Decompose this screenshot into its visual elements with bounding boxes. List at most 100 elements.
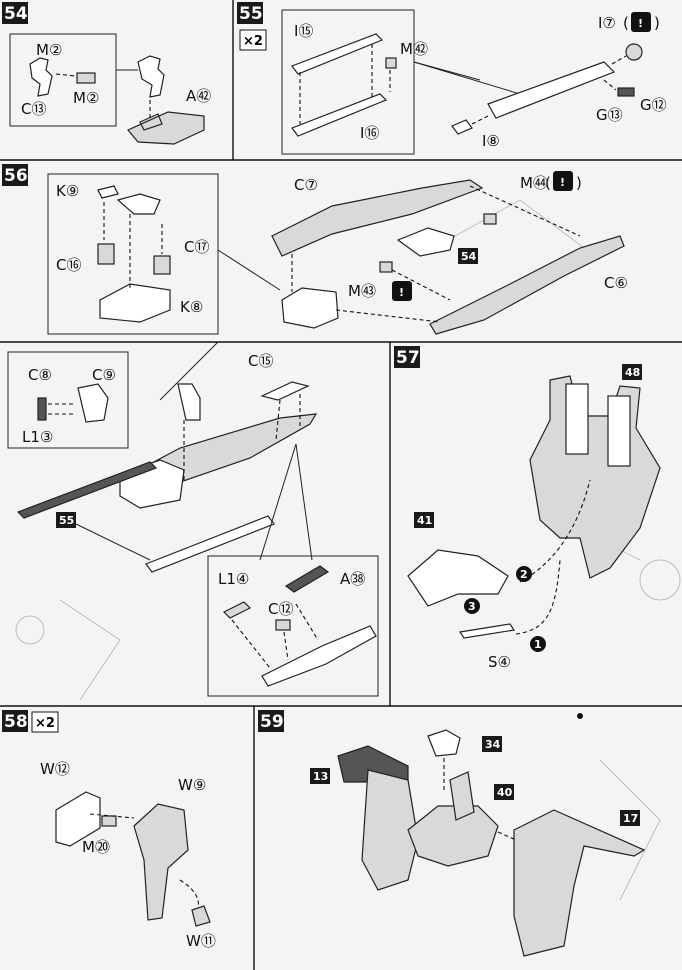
barrel-55 xyxy=(145,515,275,573)
part-k9 xyxy=(97,185,119,199)
step-reference-badge: 48 xyxy=(622,364,642,380)
step-reference-badge: 41 xyxy=(414,512,434,528)
part-label-c12: C⑫ xyxy=(268,600,293,618)
bracket-part-54 xyxy=(396,227,455,257)
part-c17 xyxy=(153,255,171,275)
background-ghost-lines xyxy=(15,199,681,901)
order-number: 2 xyxy=(520,568,528,581)
reference-number: 34 xyxy=(485,738,501,751)
leg-assembly-17 xyxy=(513,809,646,957)
hinge-part xyxy=(29,57,53,97)
part-w11 xyxy=(191,905,211,927)
thruster-left xyxy=(565,383,589,455)
step-57: 57 48 41 S④ 1 2 3 xyxy=(394,346,661,671)
part-label-l1-4: L1④ xyxy=(218,570,249,588)
part-label-l1-3: L1③ xyxy=(22,428,53,446)
paren: ( xyxy=(623,14,629,32)
detail-box xyxy=(207,555,379,697)
joint-part xyxy=(76,72,96,84)
detail-box xyxy=(9,33,117,127)
cap-part-i7 xyxy=(625,43,643,61)
caution-icon: ! xyxy=(631,12,651,32)
paren: ) xyxy=(576,174,582,192)
part-m44 xyxy=(483,213,497,225)
part-label-a42: A㊷ xyxy=(186,87,211,105)
step-badge: 54 xyxy=(2,2,28,24)
part-label-w9: W⑨ xyxy=(178,776,206,794)
part-c12 xyxy=(275,619,291,631)
part-l1-4 xyxy=(222,601,252,619)
part-label-c6: C⑥ xyxy=(604,274,628,292)
part-label-m2: M② xyxy=(73,89,99,107)
part-m20 xyxy=(101,815,117,827)
part-k8-body xyxy=(99,283,171,323)
part-c15 xyxy=(260,381,310,401)
detail-box xyxy=(7,351,129,449)
paren: ( xyxy=(545,174,551,192)
hinge-part-assembled xyxy=(137,55,165,98)
step-reference-badge: 40 xyxy=(494,784,514,800)
part-c9 xyxy=(77,383,109,423)
order-number: 3 xyxy=(468,600,476,613)
multiplier-label: ×2 xyxy=(35,716,55,731)
step-badge: 56 xyxy=(2,164,28,186)
bracket-part xyxy=(116,193,161,215)
reference-number: 13 xyxy=(313,770,328,783)
step-56: 56 K⑨ C⑯ C⑰ K⑧ C⑦ M㊹ ( ! ) 54 M㊸ xyxy=(2,164,628,697)
part-label-m42: M㊷ xyxy=(400,40,428,58)
step-reference-badge: 34 xyxy=(482,736,502,752)
part-label-c15: C⑮ xyxy=(248,352,273,370)
part-label-i7: I⑦ xyxy=(598,14,616,32)
thruster-right xyxy=(607,395,631,467)
step-badge: 59 xyxy=(258,710,284,732)
part-label-c13: C⑬ xyxy=(21,100,46,118)
part-label-g12: G⑫ xyxy=(640,96,667,114)
order-marker-1: 1 xyxy=(530,636,546,652)
step-number: 54 xyxy=(4,4,28,24)
part-label-a38: A㊳ xyxy=(340,570,365,588)
muzzle-part-i8 xyxy=(451,119,473,135)
chassis-part-c6 xyxy=(429,235,625,335)
part-label-k8: K⑧ xyxy=(180,298,203,316)
part-label-c8: C⑧ xyxy=(28,366,52,384)
multiplier-badge: ×2 xyxy=(31,711,59,733)
part-label-c9: C⑨ xyxy=(92,366,116,384)
part-c9-small xyxy=(177,383,201,421)
barrel-half-i16 xyxy=(291,93,388,137)
order-marker-3: 3 xyxy=(464,598,480,614)
step-reference-badge: 17 xyxy=(620,810,640,826)
part-label-m20: M⑳ xyxy=(82,838,110,856)
detail-box xyxy=(281,9,415,155)
part-label-w11: W⑪ xyxy=(186,932,216,950)
part-g13 xyxy=(617,87,635,97)
blade-assembly xyxy=(261,625,377,687)
chassis-part-c7 xyxy=(271,179,484,257)
step-58: 58 ×2 W⑫ W⑨ M⑳ W⑪ xyxy=(2,710,216,950)
step-54: 54 M② C⑬ M② A㊷ xyxy=(2,2,211,145)
barrel-half-i15 xyxy=(291,33,384,75)
barrel-assembled xyxy=(487,61,616,119)
part-label-w12: W⑫ xyxy=(40,760,70,778)
joint-part-m42 xyxy=(385,57,397,69)
reference-number: 55 xyxy=(59,514,74,527)
long-barrel xyxy=(16,461,158,519)
backpack-assembly xyxy=(529,375,661,579)
part-c16 xyxy=(97,243,115,265)
part-w12 xyxy=(55,791,101,847)
reference-number: 17 xyxy=(623,812,638,825)
part-label-k9: K⑨ xyxy=(56,182,79,200)
step-number: 58 xyxy=(4,712,28,732)
step-number: 59 xyxy=(260,712,284,732)
head-part-34 xyxy=(427,729,461,757)
detail-box xyxy=(47,173,219,335)
step-reference-badge: 54 xyxy=(458,248,478,264)
part-a38 xyxy=(284,565,330,593)
part-m43 xyxy=(379,261,393,273)
step-reference-badge: 13 xyxy=(310,768,330,784)
caution-mark: ! xyxy=(638,17,643,30)
part-label-c17: C⑰ xyxy=(184,238,209,256)
step-number: 56 xyxy=(4,166,28,186)
